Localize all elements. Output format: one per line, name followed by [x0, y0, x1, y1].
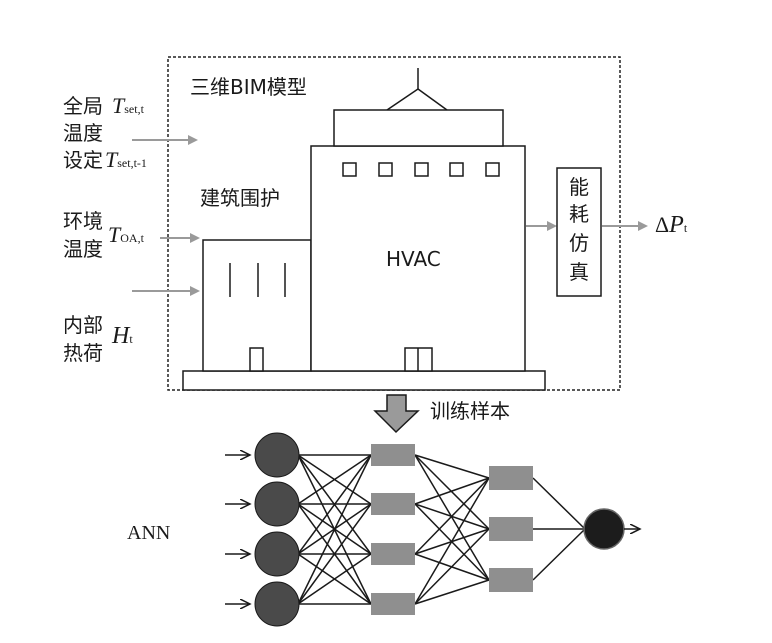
delta-symbol: Δ [655, 212, 670, 237]
sim-char: 真 [569, 260, 589, 284]
building-illustration [182, 68, 546, 391]
ann-connection [414, 579, 490, 605]
ann-connection [297, 553, 372, 605]
output-delta-p: ΔPt [655, 212, 688, 239]
sim-char: 仿 [569, 231, 589, 255]
building-top-block [333, 109, 504, 147]
training-samples-label: 训练样本 [430, 399, 510, 423]
var-subscript: OA,t [120, 231, 144, 245]
var-h: Ht [112, 323, 133, 350]
envelope-label: 建筑围护 [200, 186, 280, 210]
ann-label: ANN [127, 522, 171, 544]
ann-connection [414, 477, 490, 505]
ann-hidden-node [371, 493, 415, 515]
ann-input-node [254, 531, 300, 577]
var-subscript: t [129, 332, 133, 346]
internal-load-label-2: 热荷 [63, 341, 103, 365]
ann-connection [414, 528, 490, 605]
ann-hidden-node [489, 517, 533, 541]
ann-hidden-node [489, 568, 533, 592]
ann-network [225, 432, 640, 627]
env-temp-label-2: 温度 [63, 237, 103, 261]
ann-input-node [254, 432, 300, 478]
var-symbol: T [112, 93, 125, 118]
global-temp-label-1: 全局 [63, 94, 103, 118]
energy-sim-box [556, 167, 602, 297]
ann-hidden-node [371, 593, 415, 615]
ann-input-node [254, 481, 300, 527]
ann-hidden-node [371, 543, 415, 565]
internal-load-label-1: 内部 [63, 313, 103, 337]
ann-output-node [583, 508, 625, 550]
ann-connection [297, 454, 372, 555]
var-symbol: T [108, 222, 121, 247]
var-subscript: set,t-1 [117, 156, 147, 170]
var-subscript: t [683, 221, 688, 235]
ann-connection [414, 454, 490, 581]
ann-connection [414, 454, 490, 479]
ann-connections [297, 454, 586, 605]
ann-hidden-node [371, 444, 415, 466]
var-symbol: H [112, 323, 130, 349]
ann-input-arrows [225, 455, 250, 604]
var-symbol: T [105, 147, 118, 172]
ann-connection [414, 454, 490, 530]
global-temp-label-3: 设定 [63, 148, 103, 172]
bim-model-title: 三维BIM模型 [190, 75, 307, 99]
var-symbol: P [669, 212, 684, 238]
ann-connection [297, 454, 372, 505]
ann-connection [414, 477, 490, 605]
ann-connection [414, 477, 490, 555]
ann-connection [532, 528, 586, 581]
var-t-set-prev: Tset,t-1 [105, 149, 147, 174]
global-temp-label-2: 温度 [63, 121, 103, 145]
env-temp-label-1: 环境 [63, 209, 103, 233]
var-t-oa: TOA,t [108, 224, 144, 249]
hvac-label: HVAC [386, 247, 441, 271]
sim-char: 能 [569, 175, 589, 199]
ann-connection [532, 477, 586, 530]
ann-input-layer [254, 432, 300, 627]
sim-char: 耗 [569, 202, 589, 226]
ann-connection [297, 503, 372, 605]
ann-input-node [254, 581, 300, 627]
var-subscript: set,t [124, 102, 144, 116]
ann-connection [297, 454, 372, 605]
ann-hidden-layer-2 [489, 466, 533, 592]
ann-hidden-node [489, 466, 533, 490]
ann-hidden-layer-1 [371, 444, 415, 615]
training-samples-arrow [373, 394, 420, 434]
var-t-set-current: Tset,t [112, 95, 144, 120]
building-main-tower [310, 145, 526, 372]
building-base [182, 370, 546, 391]
